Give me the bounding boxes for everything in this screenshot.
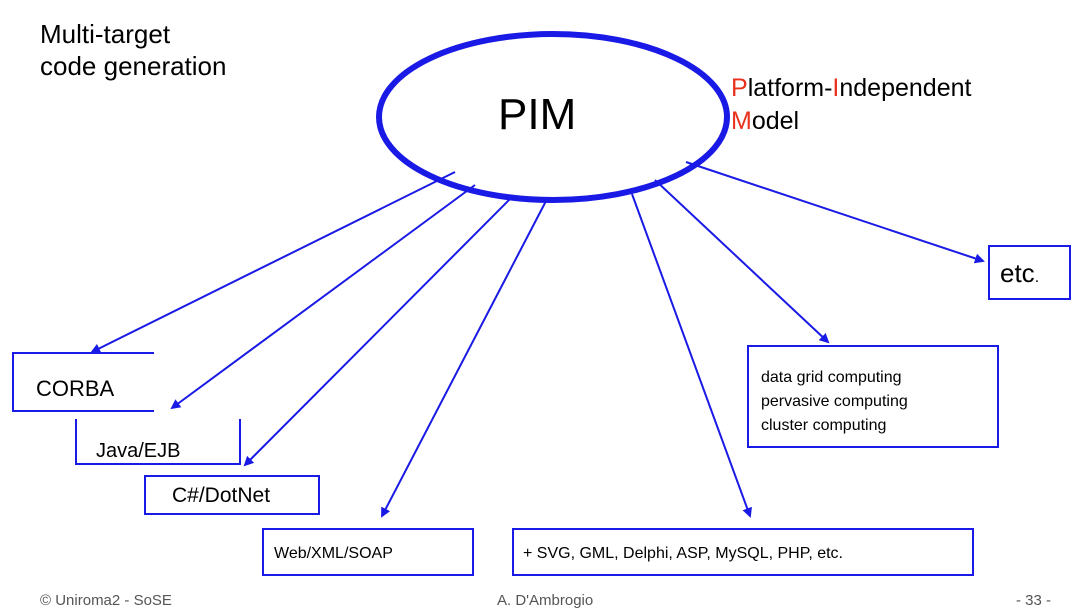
target-web-box	[262, 528, 474, 576]
arrow-misc	[631, 193, 752, 518]
target-java-label: Java/EJB	[96, 440, 181, 462]
grid-item-3: cluster computing	[761, 417, 887, 434]
etc-dot: .	[1034, 269, 1040, 286]
pim-desc-initial-m: M	[731, 107, 752, 135]
grid-item-1: data grid computing	[761, 369, 902, 386]
pim-desc-rest: ndependent	[839, 74, 972, 102]
arrow-grid	[654, 179, 830, 344]
arrow-csharp	[243, 195, 514, 467]
title-line-1: Multi-target	[40, 19, 171, 49]
target-misc-box	[512, 528, 974, 576]
pim-desc-initial-p: P	[731, 74, 748, 102]
pim-label: PIM	[498, 90, 577, 139]
arrow-corba	[90, 171, 456, 353]
target-csharp-label: C#/DotNet	[172, 484, 271, 507]
footer-center: A. D'Ambrogio	[497, 592, 594, 609]
pim-desc-initial-i: I	[832, 74, 840, 102]
footer-left: © Uniroma2 - SoSE	[40, 592, 172, 609]
grid-item-2: pervasive computing	[761, 393, 908, 410]
target-corba-label: CORBA	[36, 376, 115, 401]
footer-page-number: - 33 -	[1016, 592, 1052, 609]
etc-main: etc	[1000, 258, 1035, 288]
arrow-etc	[685, 161, 985, 264]
target-csharp-box	[144, 475, 320, 515]
target-misc-label: + SVG, GML, Delphi, ASP, MySQL, PHP, etc…	[523, 545, 843, 562]
target-web-label: Web/XML/SOAP	[274, 545, 393, 562]
arrow-web	[381, 200, 547, 518]
target-grid-box	[747, 345, 999, 448]
slide-title: Multi-target code generation	[40, 18, 226, 82]
target-etc-label: etc.	[1000, 258, 1039, 289]
pim-ellipse	[376, 31, 730, 203]
target-corba-box	[12, 352, 154, 412]
pim-desc-mid: latform-	[747, 74, 833, 102]
pim-description: Platform-Independent Model	[731, 72, 971, 138]
arrow-java	[170, 184, 476, 410]
title-line-2: code generation	[40, 51, 227, 81]
target-grid-list: data grid computing pervasive computing …	[761, 366, 908, 438]
target-etc-box	[988, 245, 1071, 300]
target-java-box	[75, 419, 241, 465]
pim-desc-model: odel	[751, 107, 800, 135]
